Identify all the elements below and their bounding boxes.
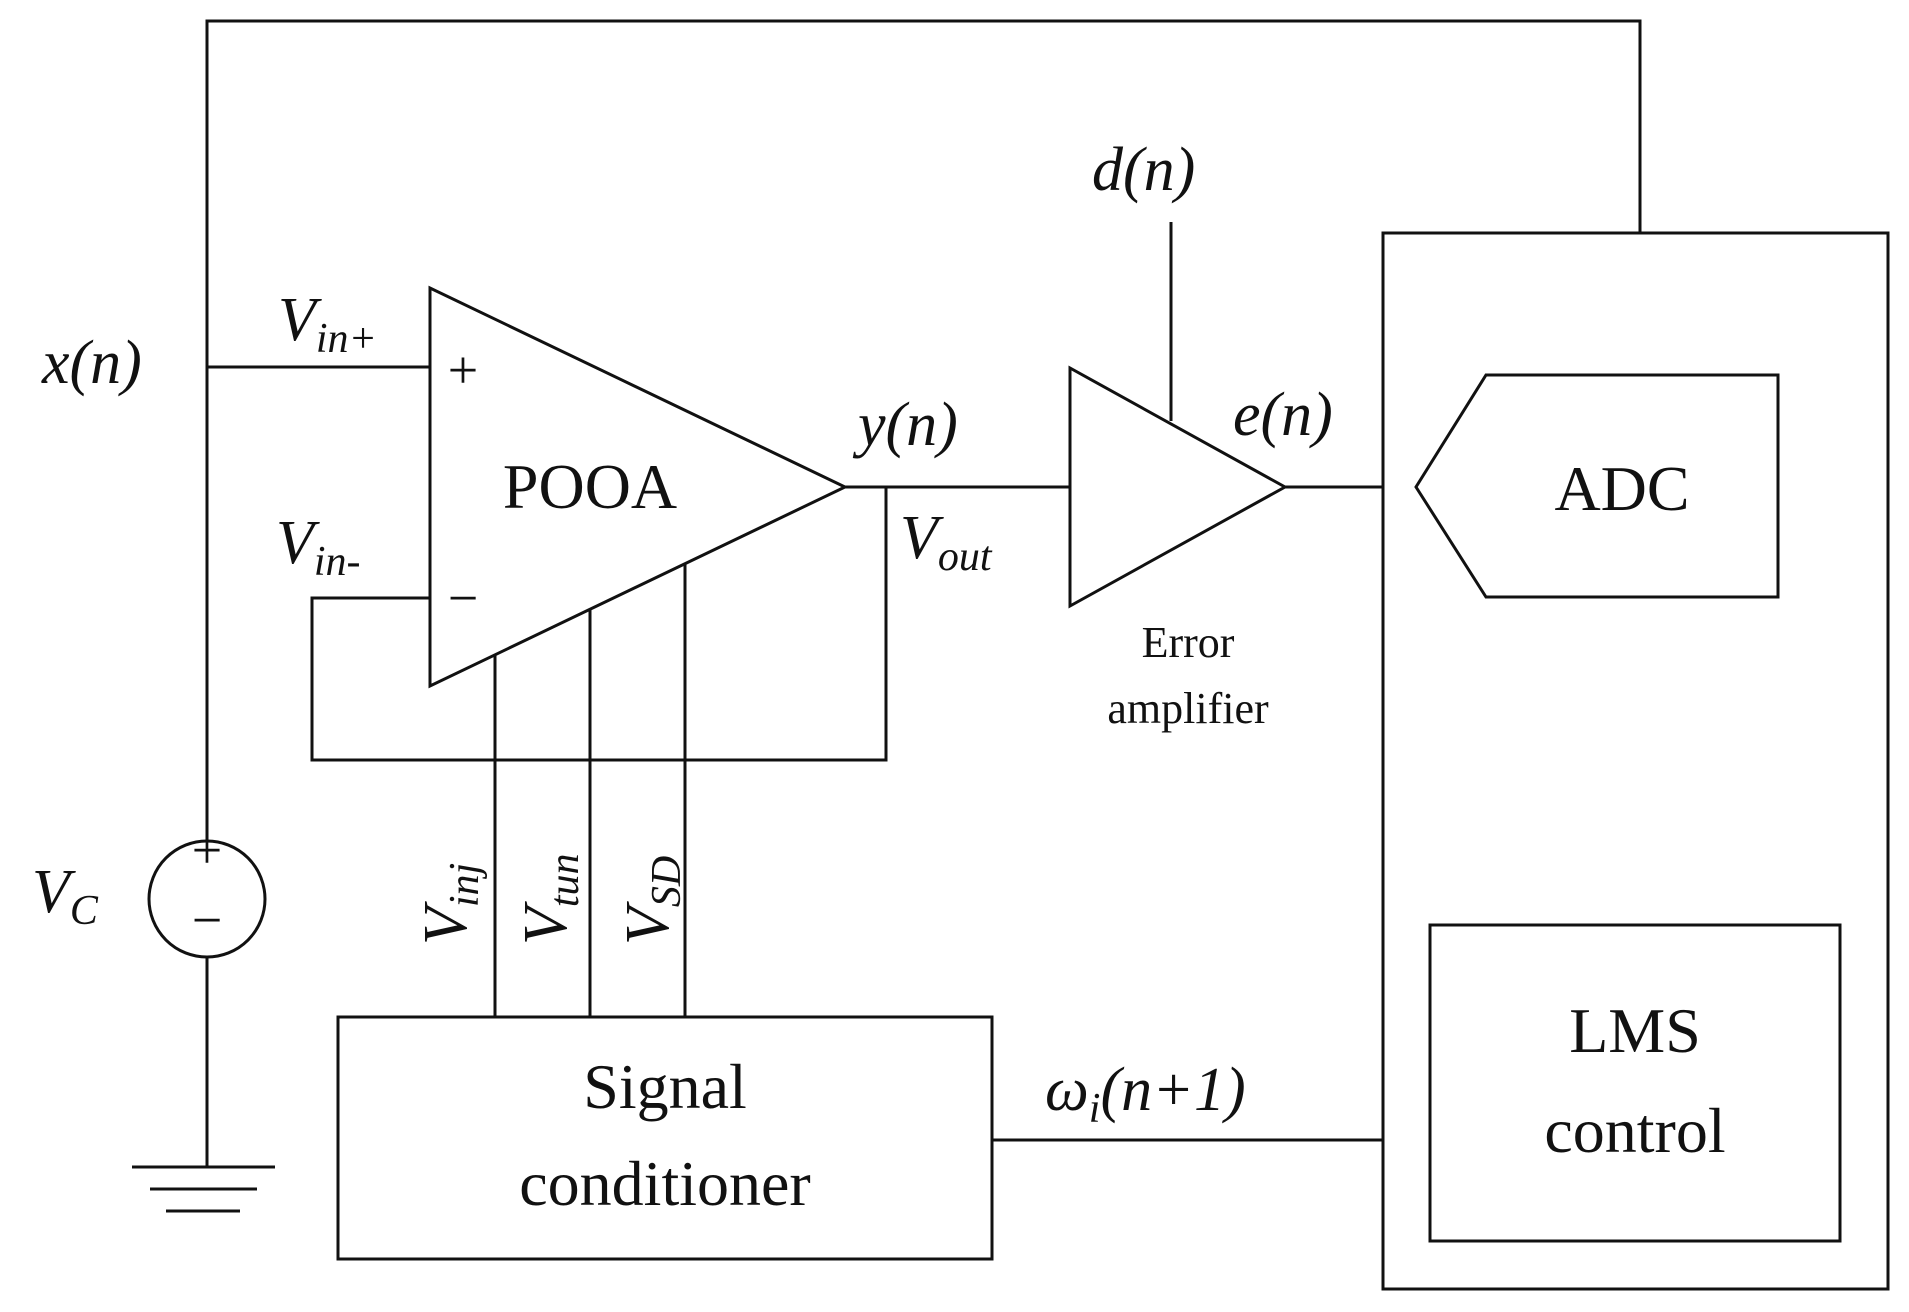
label-vin-minus: Vin- (276, 509, 361, 585)
voltage-source-plus: + (192, 820, 222, 880)
label-vtun: Vtun (512, 853, 588, 945)
label-vin-plus-sub: in+ (316, 316, 377, 362)
label-e-n: e(n) (1233, 381, 1333, 449)
label-vin-plus-main: V (278, 286, 322, 354)
error-amp-triangle (1068, 365, 1289, 609)
label-vc: VC (32, 858, 99, 934)
label-vc-sub: C (70, 888, 99, 934)
signal-conditioner-box (336, 1015, 994, 1261)
voltage-source-vc: + − (147, 820, 267, 959)
label-vtun-main: V (512, 901, 580, 945)
label-weights: ωi(n+1) (1045, 1056, 1246, 1132)
label-vout-sub: out (938, 534, 993, 580)
label-vsd-sub: SD (644, 856, 690, 907)
ground-symbol (132, 1165, 275, 1213)
lms-label-1: LMS (1569, 995, 1701, 1066)
error-amp-label-1: Error (1142, 618, 1235, 667)
label-vc-main: V (32, 858, 76, 926)
label-vinj: Vinj (412, 863, 488, 945)
opamp-triangle (428, 285, 849, 689)
label-d-n: d(n) (1092, 136, 1195, 204)
error-amplifier: Error amplifier (1068, 365, 1289, 733)
label-vsd: VSD (614, 856, 690, 945)
lms-label-2: control (1544, 1095, 1725, 1166)
wire-feedback (310, 487, 888, 762)
label-vinj-main: V (412, 901, 480, 945)
lms-control-block: LMS control (1428, 923, 1842, 1243)
wire-x-to-adc (205, 19, 1642, 841)
label-weights-main: ω (1045, 1056, 1089, 1124)
signal-conditioner-block: Signal conditioner (336, 1015, 994, 1261)
lms-box (1428, 923, 1842, 1243)
adc-shape (1414, 373, 1780, 599)
opamp-pooa: + − POOA (428, 285, 849, 689)
label-vout: Vout (900, 504, 993, 580)
label-x-n: x(n) (41, 329, 142, 397)
voltage-source-circle (147, 839, 267, 959)
signal-conditioner-label-1: Signal (583, 1051, 747, 1122)
opamp-plus-sign: + (448, 340, 478, 400)
error-amp-label-2: amplifier (1107, 684, 1269, 733)
opamp-minus-sign: − (448, 568, 478, 628)
label-vout-main: V (900, 504, 944, 572)
signal-conditioner-label-2: conditioner (519, 1148, 810, 1219)
label-weights-sub: i (1089, 1086, 1101, 1132)
label-vtun-sub: tun (542, 853, 588, 907)
opamp-label: POOA (503, 451, 677, 522)
adc-label: ADC (1554, 453, 1689, 524)
voltage-source-minus: − (192, 890, 222, 950)
label-vsd-main: V (614, 901, 682, 945)
label-vin-minus-sub: in- (314, 539, 361, 585)
label-vin-minus-main: V (276, 509, 320, 577)
label-vin-plus: Vin+ (278, 286, 377, 362)
label-y-n: y(n) (852, 391, 958, 459)
label-vinj-sub: inj (442, 863, 488, 907)
label-weights-tail: (n+1) (1100, 1056, 1245, 1124)
adc-block: ADC (1414, 373, 1780, 599)
